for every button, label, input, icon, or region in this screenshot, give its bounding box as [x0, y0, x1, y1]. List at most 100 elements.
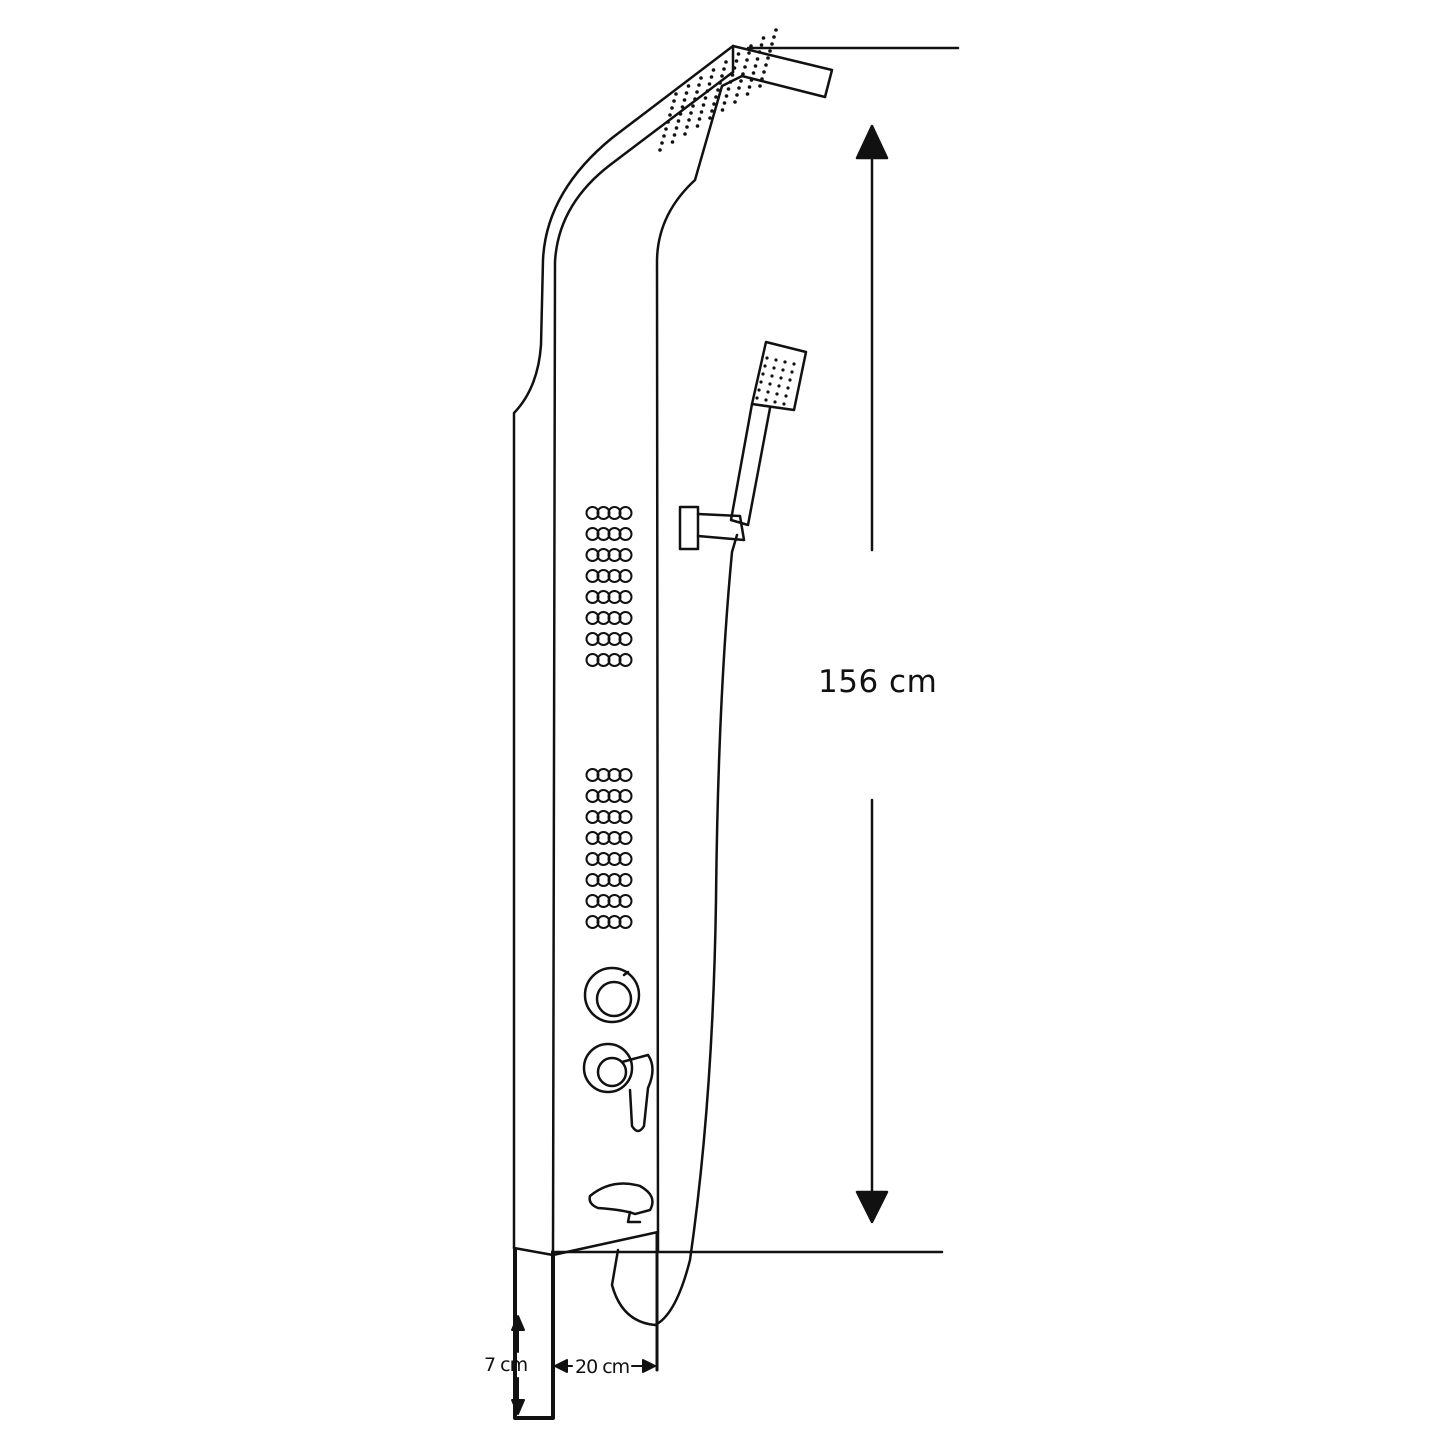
- nozzle-dot: [777, 384, 781, 388]
- nozzle-dot: [745, 92, 750, 96]
- nozzle-dot: [714, 95, 718, 99]
- nozzle-dot: [707, 82, 712, 86]
- depth-arrows: [511, 1315, 656, 1415]
- nozzle-dot: [764, 63, 768, 67]
- jet-ring: [618, 768, 633, 782]
- nozzle-dot: [762, 70, 766, 74]
- nozzle-dot: [689, 111, 693, 115]
- nozzle-dot: [716, 88, 720, 92]
- nozzle-dot: [792, 362, 796, 366]
- nozzle-dot: [678, 112, 683, 116]
- nozzle-dot: [722, 101, 727, 105]
- jet-ring: [618, 789, 633, 803]
- nozzle-dot: [664, 127, 668, 131]
- jet-ring: [618, 611, 633, 625]
- nozzle-dot: [697, 117, 702, 121]
- nozzle-dot: [786, 386, 790, 390]
- jet-ring: [618, 632, 633, 646]
- height-dimension: [554, 46, 960, 1254]
- nozzle-dot: [747, 51, 751, 55]
- nozzle-dot: [781, 368, 785, 372]
- nozzle-dot: [697, 83, 701, 87]
- nozzle-dot: [695, 124, 700, 128]
- nozzle-dot: [775, 392, 779, 396]
- jet-ring: [618, 852, 633, 866]
- nozzle-dot: [712, 102, 716, 106]
- nozzle-dot: [749, 78, 754, 82]
- nozzle-dot: [676, 119, 681, 123]
- depth-label: 7 cm: [484, 1354, 528, 1376]
- nozzle-dot: [699, 76, 703, 80]
- hand-shower-icon: [610, 340, 808, 1327]
- nozzle-dot: [724, 60, 728, 64]
- nozzle-dot: [753, 64, 758, 68]
- nozzle-dot: [757, 388, 761, 392]
- nozzle-dot: [672, 133, 677, 137]
- nozzle-dot: [770, 374, 774, 378]
- nozzle-dot: [765, 356, 769, 360]
- tub-spout-icon: [588, 1182, 654, 1224]
- nozzle-dot: [695, 90, 699, 94]
- nozzle-dot: [710, 109, 714, 113]
- nozzle-dot: [761, 36, 766, 40]
- nozzle-dot: [685, 125, 689, 129]
- jet-ring: [618, 506, 633, 520]
- height-label: 156 cm: [818, 664, 938, 700]
- nozzle-dot: [699, 110, 704, 114]
- nozzle-dot: [684, 91, 689, 95]
- nozzle-dot: [687, 118, 691, 122]
- jet-ring: [618, 873, 633, 887]
- nozzle-dot: [772, 366, 776, 370]
- nozzle-dot: [720, 108, 725, 112]
- nozzle-dot: [768, 49, 772, 53]
- nozzle-dot: [720, 74, 724, 78]
- nozzle-dot: [718, 81, 722, 85]
- nozzle-dot: [766, 390, 770, 394]
- nozzle-dot: [686, 84, 691, 88]
- nozzle-dot: [759, 380, 763, 384]
- jet-ring: [618, 810, 633, 824]
- nozzle-dot: [751, 71, 756, 75]
- nozzle-dot: [722, 67, 726, 71]
- nozzle-dot: [736, 52, 741, 56]
- nozzle-dot: [732, 66, 737, 70]
- nozzle-dot: [783, 360, 787, 364]
- nozzle-dot: [747, 85, 752, 89]
- nozzle-dot: [741, 72, 745, 76]
- nozzle-dot: [774, 358, 778, 362]
- nozzle-dot: [670, 140, 675, 144]
- nozzle-dot: [682, 98, 687, 102]
- nozzle-dot: [670, 106, 674, 110]
- nozzle-dot: [760, 77, 764, 81]
- nozzle-dot: [711, 68, 716, 72]
- nozzle-dot: [773, 400, 777, 404]
- nozzle-dot: [730, 73, 735, 77]
- nozzle-dot: [660, 141, 664, 145]
- nozzle-dot: [790, 370, 794, 374]
- nozzle-dot: [755, 396, 759, 400]
- jet-ring: [618, 569, 633, 583]
- nozzle-dot: [779, 376, 783, 380]
- nozzle-dot: [784, 394, 788, 398]
- nozzle-dot: [737, 86, 741, 90]
- width-label: 20 cm: [575, 1356, 630, 1378]
- nozzle-dot: [739, 79, 743, 83]
- nozzle-dot: [735, 93, 739, 97]
- nozzle-dot: [782, 402, 786, 406]
- nozzle-dot: [705, 89, 710, 93]
- nozzle-dot: [724, 94, 729, 98]
- nozzle-dot: [766, 56, 770, 60]
- nozzle-dot: [658, 148, 662, 152]
- nozzle-dot: [763, 364, 767, 368]
- nozzle-dot: [701, 103, 706, 107]
- thermostat-knob-icon: [583, 966, 641, 1024]
- jet-ring: [618, 831, 633, 845]
- jet-ring: [618, 548, 633, 562]
- nozzle-dot: [668, 113, 672, 117]
- body-jet-icon: [585, 506, 633, 929]
- nozzle-dot: [672, 99, 676, 103]
- depth-dimension: [513, 1232, 659, 1420]
- nozzle-dot: [734, 59, 739, 63]
- nozzle-dot: [772, 35, 776, 39]
- nozzle-dot: [745, 58, 749, 62]
